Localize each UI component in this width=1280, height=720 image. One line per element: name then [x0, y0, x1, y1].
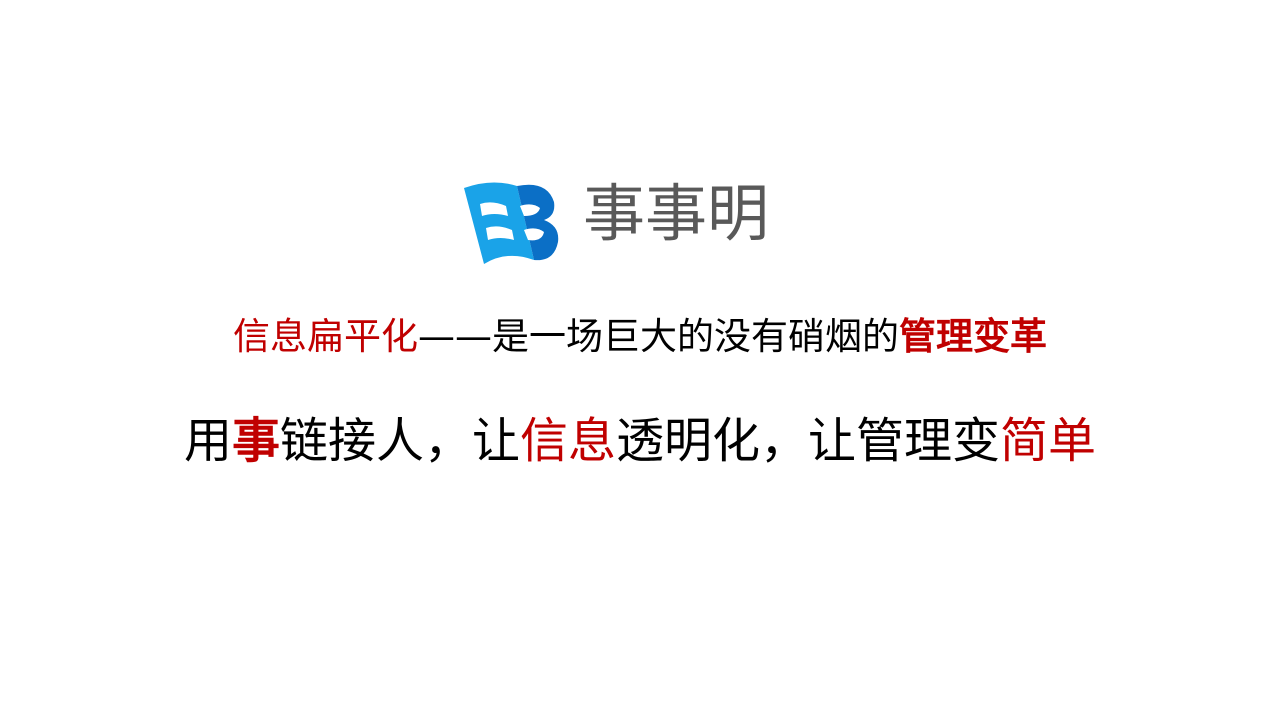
- slogan-text: 透明化，让管理变: [616, 413, 1001, 469]
- slogan-highlight: 信息: [520, 413, 617, 469]
- slogan-text: 链接人，让: [279, 413, 520, 469]
- slogan: 用事链接人，让信息透明化，让管理变简单: [0, 410, 1280, 472]
- slogan-emphasis: 事: [231, 413, 280, 469]
- slogan-highlight: 简单: [1000, 413, 1097, 469]
- slogan-text: 用: [183, 413, 232, 469]
- headline-text: ——是一场巨大的没有硝烟的: [418, 315, 899, 358]
- headline-emphasis: 管理变革: [899, 315, 1047, 358]
- brand-logo-icon: [462, 176, 562, 266]
- brand-name: 事事明: [583, 177, 770, 250]
- headline-highlight: 信息扁平化: [233, 315, 418, 358]
- headline: 信息扁平化——是一场巨大的没有硝烟的管理变革: [0, 312, 1280, 362]
